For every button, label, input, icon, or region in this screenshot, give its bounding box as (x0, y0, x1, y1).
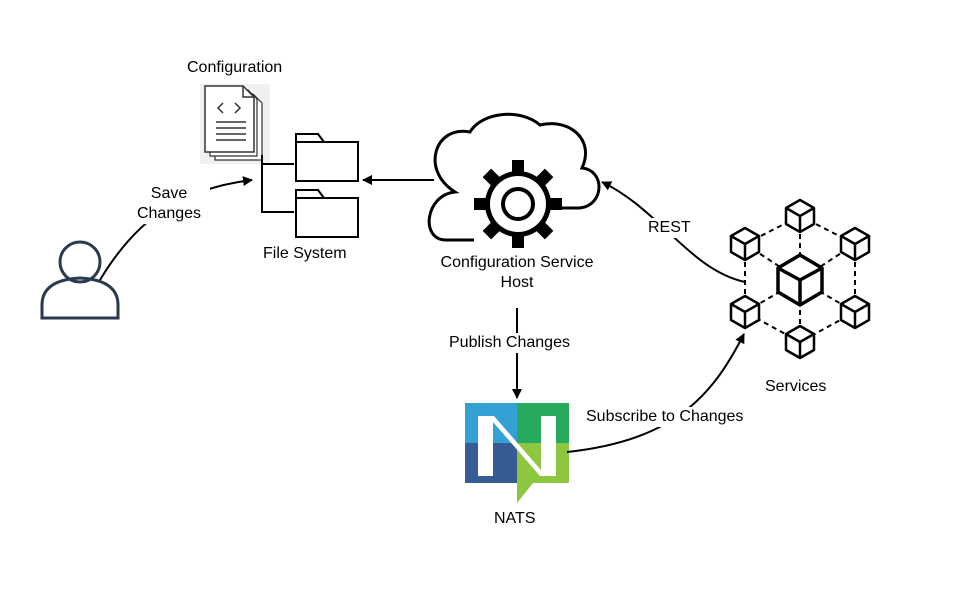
cloud-gear-icon (427, 112, 601, 248)
config-document-icon (200, 84, 270, 164)
config-service-host-label: Configuration Service Host (417, 253, 617, 293)
nats-label: NATS (494, 510, 536, 527)
configuration-label: Configuration (187, 59, 283, 76)
subscribe-changes-label: Subscribe to Changes (584, 407, 746, 427)
file-system-label: File System (263, 245, 347, 262)
rest-label: REST (646, 218, 693, 238)
folder-icon (261, 133, 359, 238)
config-service-line2: Host (500, 274, 534, 291)
rest-connector (601, 181, 746, 283)
config-service-line1: Configuration Service (440, 254, 594, 271)
services-label: Services (765, 378, 827, 395)
publish-changes-label: Publish Changes (447, 333, 572, 353)
save-changes-line1: Save (150, 185, 188, 202)
user-icon (40, 240, 120, 320)
services-network-icon (729, 198, 871, 360)
save-changes-line2: Changes (136, 205, 202, 222)
save-changes-label: Save Changes (128, 184, 210, 224)
nats-logo-icon (465, 403, 569, 503)
subscribe-connector (566, 333, 745, 453)
